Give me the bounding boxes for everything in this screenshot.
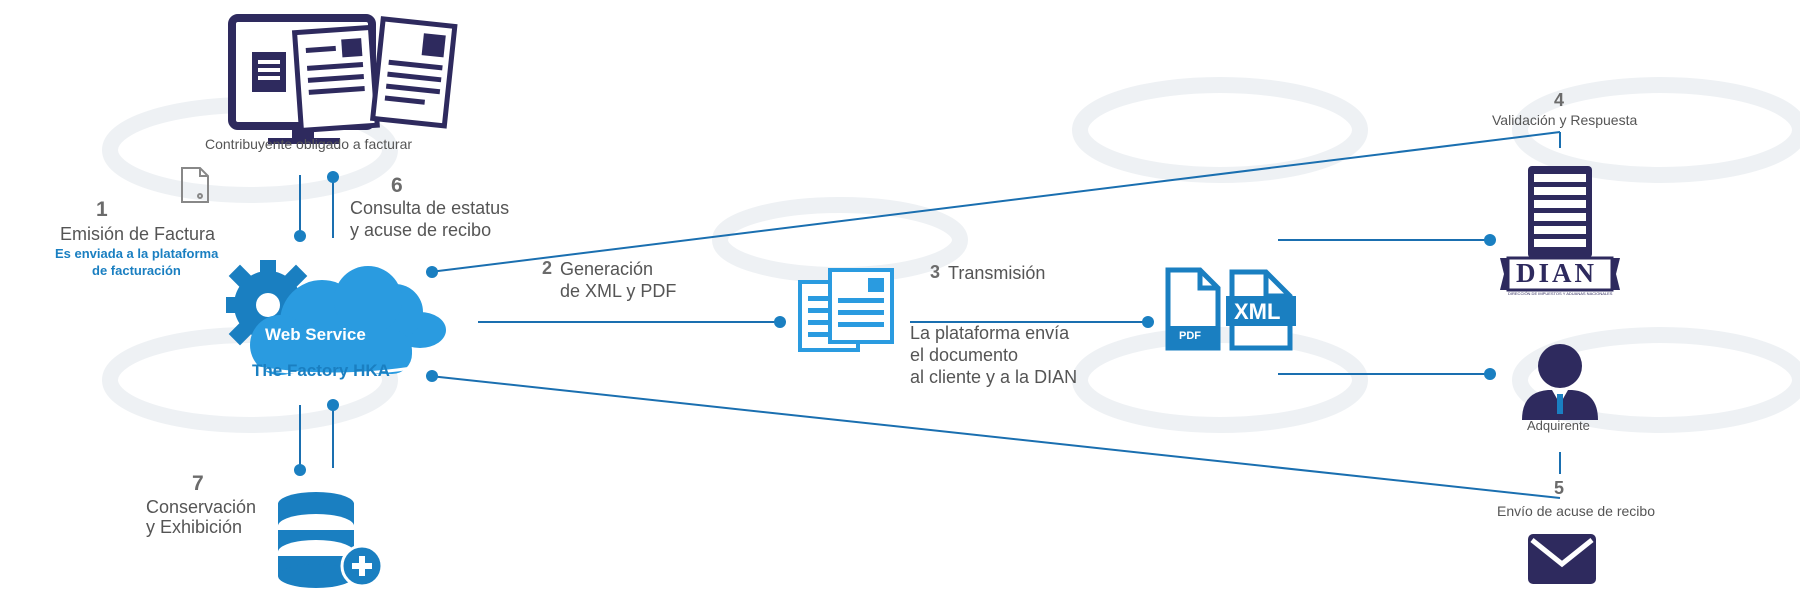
step1-number: 1 xyxy=(96,198,108,221)
step2-line1: Generación xyxy=(560,259,654,279)
step7-line2: y Exhibición xyxy=(146,517,243,537)
pdf-label: PDF xyxy=(1179,330,1201,342)
step3-title: Transmisión xyxy=(948,263,1046,283)
step3-line1: La plataforma envía xyxy=(910,323,1070,343)
step2-number: 2 xyxy=(542,258,553,278)
step6-number: 6 xyxy=(391,174,403,197)
xml-label: XML xyxy=(1234,299,1281,324)
step7-line1: Conservación xyxy=(146,497,257,517)
step7-number: 7 xyxy=(192,472,204,495)
pdf-file-icon xyxy=(1165,267,1221,351)
step1-subtitle-line2: de facturación xyxy=(92,263,181,278)
step3-line3: al cliente y a la DIAN xyxy=(910,367,1078,387)
xml-file-icon xyxy=(1226,269,1296,351)
monitor-documents-icon xyxy=(228,14,458,144)
web-service-company-label: The Factory HKA xyxy=(252,361,390,380)
step6-line2: y acuse de recibo xyxy=(350,220,492,240)
step2-line2: de XML y PDF xyxy=(560,281,677,301)
step1-subtitle-line1: Es enviada a la plataforma xyxy=(55,246,219,261)
document-icon xyxy=(181,167,209,203)
step3-number: 3 xyxy=(930,262,941,282)
step1-title: Emisión de Factura xyxy=(60,224,216,244)
step5-title: Envío de acuse de recibo xyxy=(1497,503,1655,519)
dian-subtitle: DIRECCIÓN DE IMPUESTOS Y ADUANAS NACIONA… xyxy=(1508,291,1613,296)
connection-lines xyxy=(299,131,1561,499)
step3-line2: el documento xyxy=(910,345,1019,365)
generated-documents-icon xyxy=(798,268,894,352)
step4-title: Validación y Respuesta xyxy=(1492,112,1638,128)
web-service-label: Web Service xyxy=(265,325,366,344)
user-icon xyxy=(1522,344,1598,420)
web-service-cloud-icon xyxy=(226,260,446,376)
envelope-icon xyxy=(1528,534,1596,584)
step6-line1: Consulta de estatus xyxy=(350,198,510,218)
contribuyente-label: Contribuyente obligado a facturar xyxy=(205,136,413,152)
step5-number: 5 xyxy=(1554,478,1565,498)
database-add-icon xyxy=(278,492,384,588)
adquirente-label: Adquirente xyxy=(1527,418,1590,433)
dian-server-icon xyxy=(1500,166,1620,292)
dian-logo-text: DIAN xyxy=(1516,258,1598,288)
connection-dots xyxy=(294,171,1496,476)
step4-number: 4 xyxy=(1554,90,1565,110)
